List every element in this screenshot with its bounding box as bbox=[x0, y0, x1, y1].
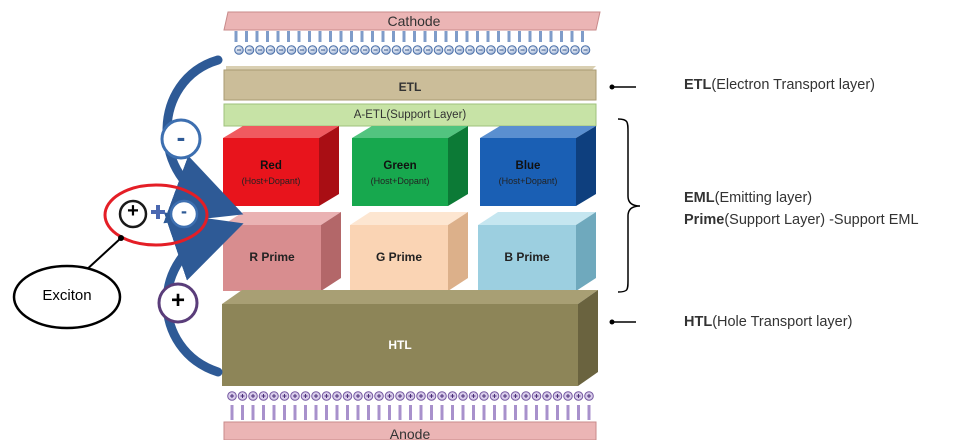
electron-charges-row bbox=[234, 31, 591, 55]
b-prime-cube bbox=[478, 212, 596, 291]
blue-sub-label: (Host+Dopant) bbox=[498, 176, 558, 186]
etl-description: ETL(Electron Transport layer) bbox=[684, 77, 875, 93]
hole-symbol: + bbox=[170, 287, 185, 314]
prime-desc-full: (Support Layer) -Support EML bbox=[724, 212, 919, 228]
prime-desc-abbr: Prime bbox=[684, 212, 725, 228]
exciton-callout bbox=[12, 235, 124, 330]
etl-desc-full: (Electron Transport layer) bbox=[711, 77, 875, 93]
exciton-electron-symbol: - bbox=[181, 201, 187, 221]
htl-desc-full: (Hole Transport layer) bbox=[712, 314, 853, 330]
red-label: Red bbox=[260, 160, 282, 172]
aetl-label: A-ETL(Support Layer) bbox=[353, 109, 467, 121]
htl-desc-abbr: HTL bbox=[684, 314, 713, 330]
exciton-ring bbox=[103, 183, 209, 247]
red-sub-label: (Host+Dopant) bbox=[241, 176, 301, 186]
exciton-hole-symbol: + bbox=[127, 200, 139, 222]
etl-layer bbox=[223, 66, 597, 101]
htl-layer bbox=[222, 290, 598, 386]
cathode-electrode bbox=[223, 11, 601, 31]
hole-charges-row bbox=[227, 391, 594, 420]
anode-electrode bbox=[223, 421, 597, 440]
green-cube bbox=[352, 126, 468, 206]
anode-label: Anode bbox=[389, 426, 431, 442]
eml-bracket bbox=[617, 118, 641, 293]
blue-cube bbox=[480, 126, 596, 206]
blue-label: Blue bbox=[515, 160, 541, 172]
electron-symbol: - bbox=[176, 122, 186, 152]
eml-desc-abbr: EML bbox=[684, 190, 715, 206]
g-prime-cube bbox=[350, 212, 468, 291]
etl-desc-abbr: ETL bbox=[684, 77, 712, 93]
green-sub-label: (Host+Dopant) bbox=[370, 176, 430, 186]
g-prime-label: G Prime bbox=[375, 250, 423, 264]
htl-label: HTL bbox=[388, 338, 412, 352]
prime-description: Prime(Support Layer) -Support EML bbox=[684, 212, 919, 228]
eml-desc-full: (Emitting layer) bbox=[714, 190, 813, 206]
htl-description: HTL(Hole Transport layer) bbox=[684, 314, 852, 330]
hole-circle bbox=[157, 282, 199, 324]
r-prime-label: R Prime bbox=[249, 250, 295, 264]
green-label: Green bbox=[383, 160, 417, 172]
cathode-label: Cathode bbox=[387, 13, 441, 29]
etl-label: ETL bbox=[398, 80, 422, 94]
electron-circle bbox=[160, 118, 202, 160]
htl-pointer bbox=[609, 319, 636, 325]
exciton-label: Exciton bbox=[42, 287, 92, 304]
etl-pointer bbox=[609, 84, 636, 90]
eml-description: EML(Emitting layer) bbox=[684, 190, 812, 206]
b-prime-label: B Prime bbox=[504, 250, 550, 264]
